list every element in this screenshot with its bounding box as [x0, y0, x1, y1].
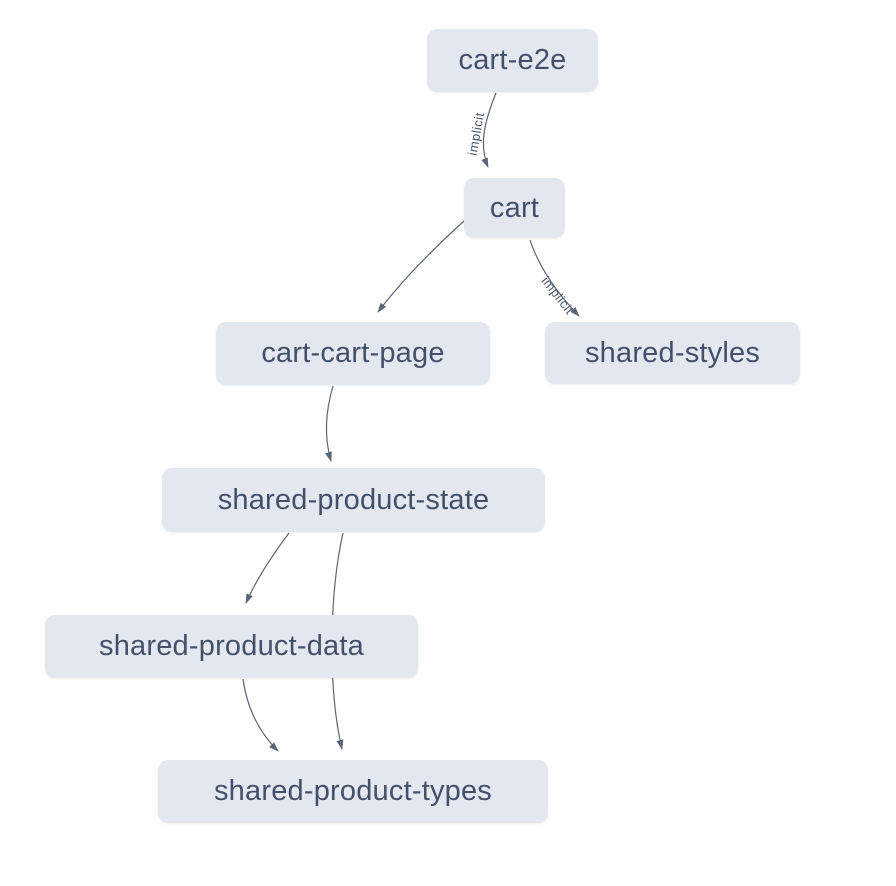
- edge-shared-product-state-to-shared-product-data: [245, 532, 290, 604]
- node-shared-product-data[interactable]: shared-product-data: [45, 615, 418, 678]
- node-cart-cart-page[interactable]: cart-cart-page: [216, 322, 490, 385]
- node-shared-styles[interactable]: shared-styles: [545, 322, 800, 384]
- node-shared-product-state[interactable]: shared-product-state: [162, 468, 545, 532]
- edge-label-cart-to-shared-styles: implicit: [538, 273, 577, 317]
- node-label: shared-product-types: [213, 775, 493, 807]
- node-label: shared-product-data: [99, 630, 364, 662]
- edge-cart-cart-page-to-shared-product-state: [325, 385, 334, 462]
- edge-shared-product-data-to-shared-product-types: [242, 678, 279, 752]
- edge-cart-to-cart-cart-page: [377, 220, 465, 313]
- node-label: cart-cart-page: [261, 337, 445, 369]
- node-label: cart-e2e: [458, 44, 567, 76]
- edge-cart-e2e-to-cart: [481, 92, 497, 168]
- edge-label-cart-e2e-to-cart: implicit: [465, 111, 487, 157]
- node-label: shared-product-state: [217, 483, 490, 516]
- edge-cart-to-shared-styles: [529, 239, 580, 317]
- node-label: shared-styles: [584, 336, 761, 369]
- node-cart-e2e[interactable]: cart-e2e: [427, 29, 598, 92]
- node-cart[interactable]: cart: [464, 178, 565, 238]
- node-shared-product-types[interactable]: shared-product-types: [158, 760, 548, 823]
- node-label: cart: [489, 191, 540, 224]
